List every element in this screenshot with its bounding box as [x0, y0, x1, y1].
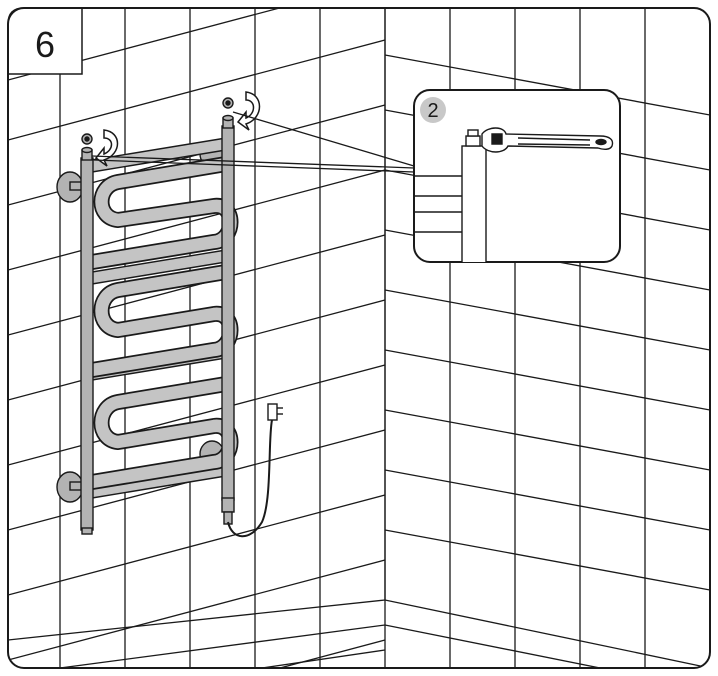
floor-tiles: [8, 599, 710, 668]
left-post: [80, 157, 94, 531]
outer-frame: [7, 7, 711, 669]
wrench-icon: [481, 127, 614, 153]
detail-leader-lines: [91, 111, 415, 173]
plug-icon: [267, 403, 283, 421]
right-post: [221, 125, 235, 501]
top-fittings: [81, 97, 234, 161]
left-wall-tiles: [8, 8, 386, 668]
curved-rungs: [84, 156, 239, 490]
rotate-arrow-icon: [94, 91, 261, 167]
detail-number: 2: [427, 100, 438, 122]
step-badge: 6: [7, 7, 83, 75]
detail-inset: 2: [413, 89, 621, 263]
step-number: 6: [35, 24, 55, 65]
towel-rail: [56, 97, 283, 538]
power-cord: [227, 419, 273, 538]
heating-element-connector: [221, 497, 235, 525]
